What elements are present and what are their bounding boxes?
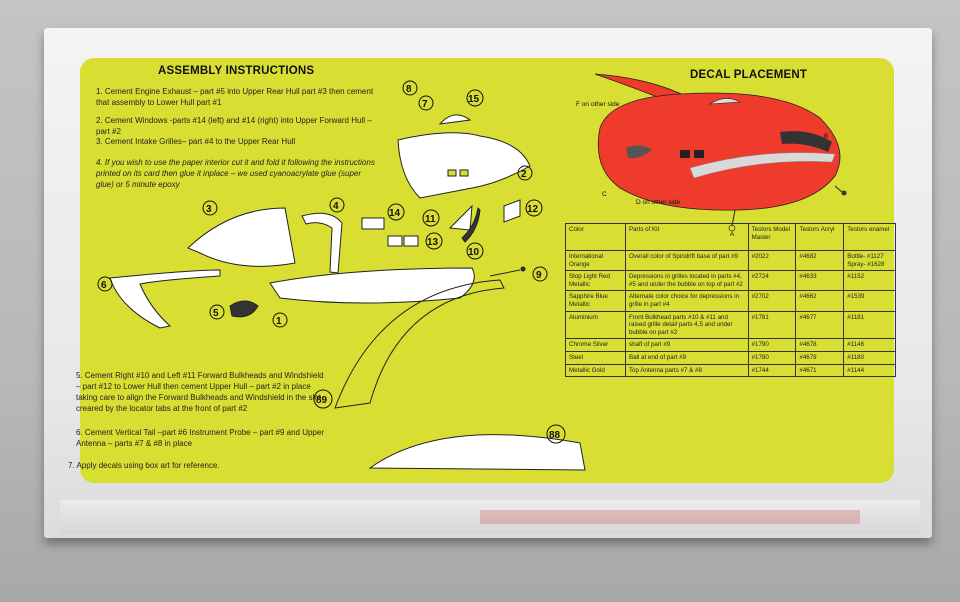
part-9-shape xyxy=(489,269,521,277)
decal-callout-f: F on other side xyxy=(576,101,620,108)
part-label-3: 3 xyxy=(206,204,212,215)
part-label-12: 12 xyxy=(527,204,539,215)
table-cell: #1781 xyxy=(747,310,797,340)
box-bottom-flap xyxy=(60,500,920,534)
table-cell: #1780 xyxy=(747,350,797,365)
decal-callout-c: C xyxy=(602,191,607,198)
decal-ship-illustration xyxy=(594,73,847,232)
part-14-shape xyxy=(361,217,385,230)
part-label-8: 8 xyxy=(406,84,412,95)
table-cell: #4677 xyxy=(795,310,845,340)
assembly-step-7: 7. Apply decals using box art for refere… xyxy=(68,461,220,470)
paint-color-table: Color Parts of Kit Testors Model Master … xyxy=(565,223,896,378)
part-13-shape xyxy=(387,235,403,247)
part-label-15: 15 xyxy=(468,94,480,105)
part-15-shape xyxy=(438,114,472,125)
part-label-13: 13 xyxy=(427,237,439,248)
part-88-shape xyxy=(368,434,586,471)
part-label-2: 2 xyxy=(521,169,527,180)
table-cell: #1539 xyxy=(843,290,896,312)
table-cell: #2724 xyxy=(747,270,797,292)
table-cell: Steel xyxy=(565,350,626,365)
column-header-parts: Parts of Kit xyxy=(624,223,749,251)
table-cell: #1152 xyxy=(843,270,896,292)
table-cell: #1790 xyxy=(747,338,797,352)
box-flap-print xyxy=(480,510,860,524)
table-cell: International Orange xyxy=(565,249,626,272)
table-header-row: Color Parts of Kit Testors Model Master … xyxy=(565,223,896,251)
assembly-step-3: 3. Cement Intake Grilles– part #4 to the… xyxy=(96,137,296,146)
part-4-shape xyxy=(301,212,343,274)
table-cell: #1146 xyxy=(843,338,896,352)
table-cell: #1144 xyxy=(843,363,896,378)
column-header-color: Color xyxy=(565,223,626,251)
instruction-artwork: 8 7 15 2 3 4 14 11 12 13 10 9 6 5 1 89 8… xyxy=(97,73,847,471)
decal-title: DECAL PLACEMENT xyxy=(690,69,808,81)
part-89-shape xyxy=(334,279,505,409)
assembly-step-5: 5. Cement Right #10 and Left #11 Forward… xyxy=(76,371,324,413)
part-1-shape xyxy=(269,267,475,304)
part-6-shape xyxy=(109,269,221,329)
part-label-5: 5 xyxy=(213,308,219,319)
table-cell: Depressions in grilles located in parts … xyxy=(624,270,749,292)
table-cell: Bottle- #1127 Spray- #1628 xyxy=(843,249,896,272)
part-label-6: 6 xyxy=(101,280,107,291)
part-label-10: 10 xyxy=(468,247,480,258)
table-cell: Alternate color choice for depressions i… xyxy=(624,290,749,312)
assembly-step-2: 2. Cement Windows -parts #14 (left) and … xyxy=(96,116,372,136)
table-cell: Metallic Gold xyxy=(565,363,626,378)
table-cell: #4662 xyxy=(795,290,845,312)
table-cell: Chrome Silver xyxy=(565,338,626,352)
table-cell: #1181 xyxy=(843,310,896,340)
table-cell: #4678 xyxy=(795,338,845,352)
assembly-title: ASSEMBLY INSTRUCTIONS xyxy=(158,65,315,77)
part-label-4: 4 xyxy=(333,201,339,212)
part-label-89: 89 xyxy=(316,395,328,406)
assembly-step-4: 4. If you wish to use the paper interior… xyxy=(96,158,375,189)
table-cell: #4671 xyxy=(795,363,845,378)
part-10-shape xyxy=(461,206,481,243)
table-cell: #1180 xyxy=(843,350,896,365)
table-cell: shaft of part #9 xyxy=(624,338,749,352)
part-label-88: 88 xyxy=(549,430,561,441)
table-cell: Overall color of Spindrift base of part … xyxy=(624,249,749,272)
part-label-1: 1 xyxy=(276,316,282,327)
column-header-enamel: Testors enamel xyxy=(843,223,896,251)
table-cell: #4679 xyxy=(795,350,845,365)
decal-callout-d: D on other side xyxy=(636,199,680,206)
part-12-shape xyxy=(503,199,521,223)
part-5-shape xyxy=(229,300,259,318)
table-cell: #4682 xyxy=(795,249,845,272)
table-cell: #1744 xyxy=(747,363,797,378)
part-label-7: 7 xyxy=(422,99,428,110)
part-label-14: 14 xyxy=(389,208,401,219)
part-label-9: 9 xyxy=(536,270,542,281)
part-3-shape xyxy=(187,207,296,267)
table-cell: Sapphire Blue Metallic xyxy=(565,290,626,312)
part-2-shape xyxy=(397,132,531,199)
table-cell: Top Antenna parts #7 & #8 xyxy=(624,363,749,378)
decal-callout-b: B xyxy=(824,133,828,140)
table-cell: Ball at end of part #9 xyxy=(624,350,749,365)
table-cell: Aluminium xyxy=(565,310,626,340)
table-cell: Stop Light Red Metallic xyxy=(565,270,626,292)
table-cell: Front Bulkhead parts #10 & #11 and raise… xyxy=(624,310,749,340)
part-11-shape xyxy=(448,204,473,231)
table-cell: #4633 xyxy=(795,270,845,292)
assembly-step-1: 1. Cement Engine Exhaust – part #5 into … xyxy=(96,87,374,107)
table-cell: #2022 xyxy=(747,249,797,272)
table-cell: #2702 xyxy=(747,290,797,312)
column-header-acryl: Testors Acryl xyxy=(795,223,845,251)
part-label-11: 11 xyxy=(425,214,436,225)
assembly-step-6: 6. Cement Vertical Tail –part #6 Instrum… xyxy=(76,428,324,448)
column-header-model-master: Testors Model Master xyxy=(747,223,797,251)
